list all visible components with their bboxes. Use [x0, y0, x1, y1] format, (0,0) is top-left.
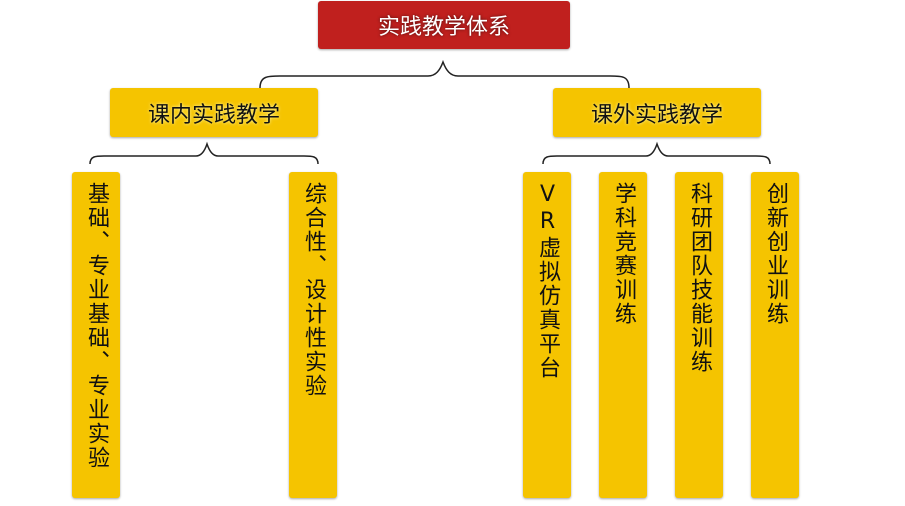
leaf-label: 创新创业训练: [763, 182, 788, 326]
root-brace: [259, 59, 630, 89]
leaf-label: 综合性、设计性实验: [301, 182, 326, 398]
branch-inner-practice: 课内实践教学: [110, 88, 318, 137]
leaf-innovation-training: 创新创业训练: [751, 172, 799, 498]
leaf-basic-experiments: 基础、专业基础、专业实验: [72, 172, 120, 498]
leaf-vr-platform: VR虚拟仿真平台: [523, 172, 571, 498]
root-label: 实践教学体系: [377, 15, 510, 40]
leaf-label: 科研团队技能训练: [687, 182, 712, 374]
leaf-label: VR虚拟仿真平台: [535, 182, 560, 380]
outer-brace: [542, 141, 771, 165]
leaf-competition-training: 学科竞赛训练: [599, 172, 647, 498]
branch-label: 课内实践教学: [147, 102, 280, 128]
inner-brace: [89, 141, 319, 165]
leaf-label: 基础、专业基础、专业实验: [84, 182, 109, 470]
branch-label: 课外实践教学: [590, 102, 723, 128]
leaf-research-team-training: 科研团队技能训练: [675, 172, 723, 498]
leaf-comprehensive-experiments: 综合性、设计性实验: [289, 172, 337, 498]
branch-outer-practice: 课外实践教学: [553, 88, 761, 137]
leaf-label: 学科竞赛训练: [611, 182, 636, 326]
root-node: 实践教学体系: [318, 1, 570, 49]
